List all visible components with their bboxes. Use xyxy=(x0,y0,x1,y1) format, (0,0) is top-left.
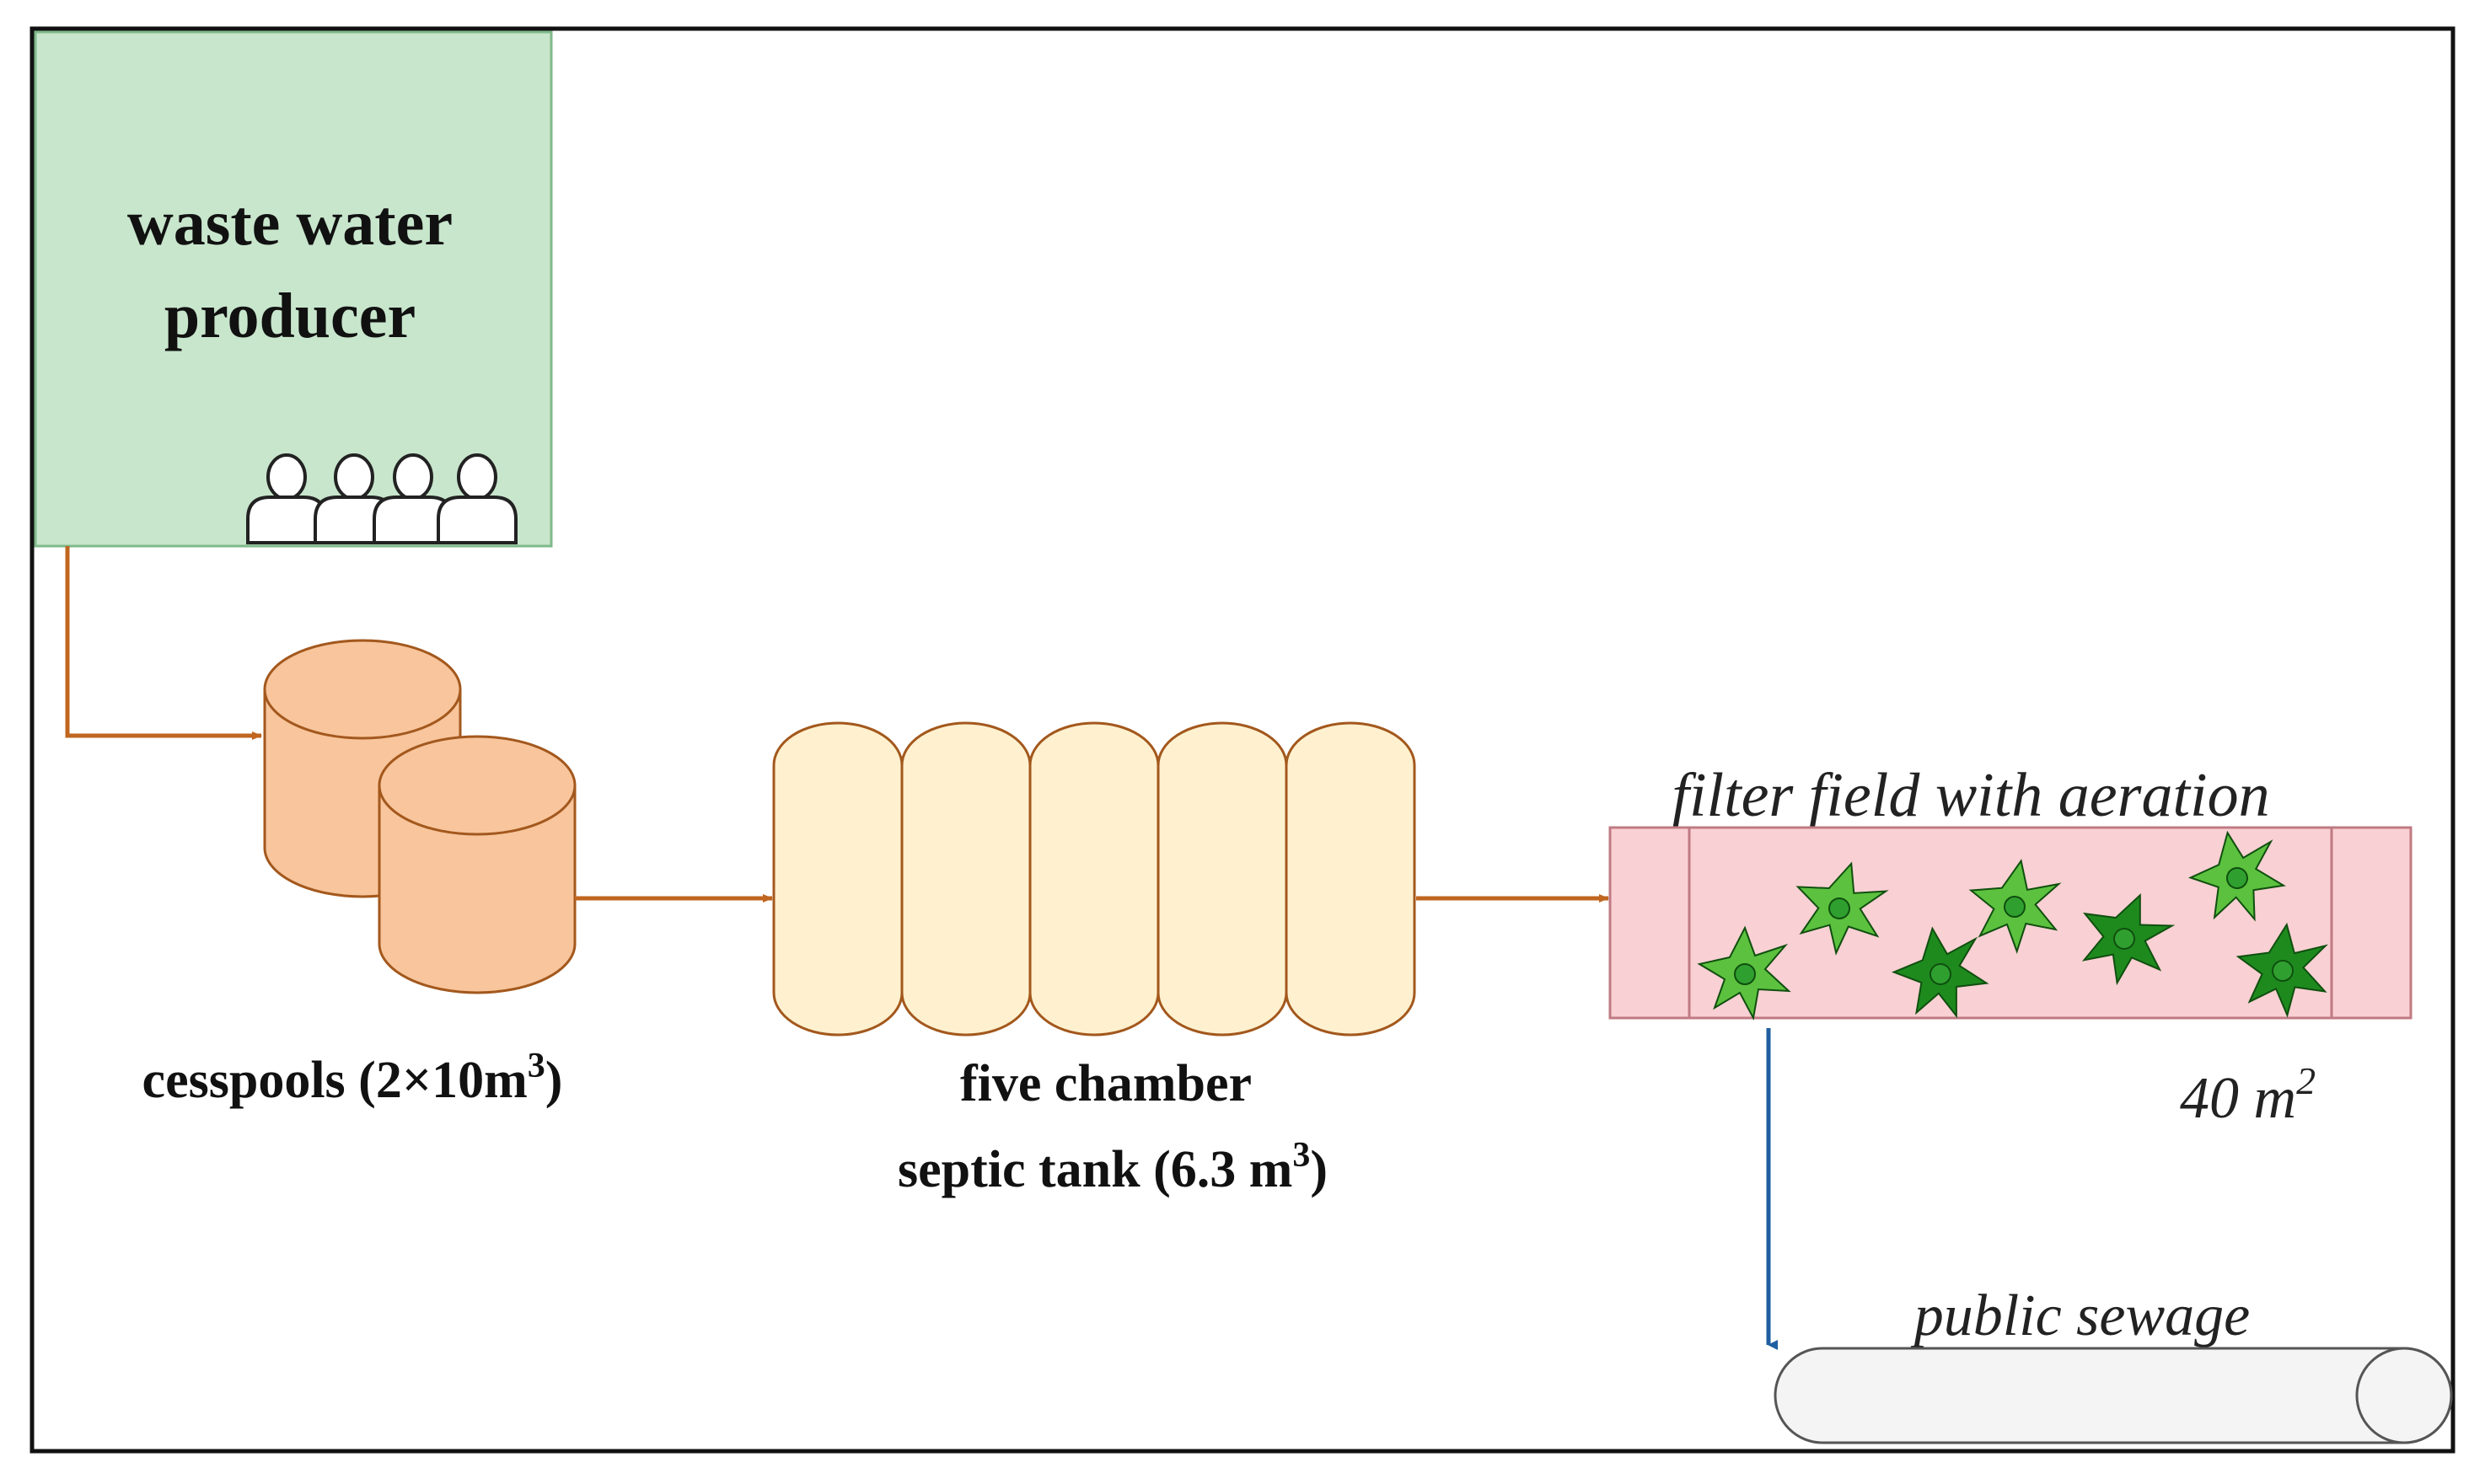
plant-icon xyxy=(2182,822,2290,932)
plant-icon xyxy=(1887,919,1993,1026)
septic-chamber-1 xyxy=(772,721,904,1037)
flow-producer-to-cesspools xyxy=(65,546,262,740)
plant-icon xyxy=(2065,878,2182,996)
septic-tank-label-line2: septic tank (6.3 m3) xyxy=(898,1136,1328,1198)
septic-tank-label-line1: five chamber xyxy=(960,1055,1252,1112)
plant-icon xyxy=(2232,919,2332,1020)
filter-field-area-label: 40 m2 xyxy=(2180,1059,2316,1131)
public-sewage-pipe xyxy=(1774,1347,2453,1444)
filter-field-title: filter field with aeration xyxy=(1672,761,2269,830)
filter-field-plants xyxy=(1699,822,2332,1026)
producer-title-line1: waste water xyxy=(127,188,453,259)
cesspool-tank-2 xyxy=(378,735,577,994)
septic-chamber-2 xyxy=(900,721,1032,1037)
plant-icon xyxy=(1699,927,1790,1019)
plant-icon xyxy=(1962,854,2066,957)
septic-tank-chambers xyxy=(772,721,1416,1037)
plant-icon xyxy=(1783,850,1895,963)
public-sewage-label: public sewage xyxy=(1910,1283,2251,1348)
cesspools-tanks xyxy=(263,639,577,994)
septic-chamber-5 xyxy=(1285,721,1416,1037)
septic-chamber-3 xyxy=(1028,721,1160,1037)
producer-title-line2: producer xyxy=(164,281,416,351)
cesspools-label: cesspools (2×10m3) xyxy=(142,1047,563,1109)
septic-chamber-4 xyxy=(1157,721,1288,1037)
